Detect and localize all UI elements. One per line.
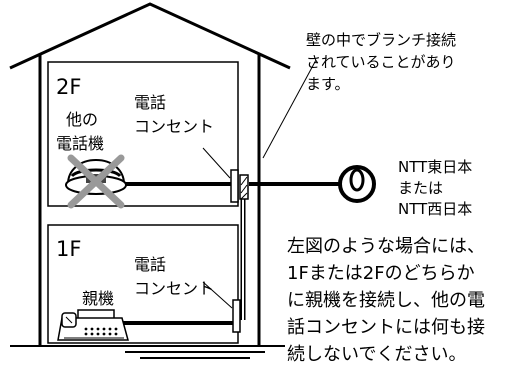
- ntt-line-2: または: [398, 179, 443, 197]
- fax-machine-icon: [57, 309, 129, 341]
- outlet-1f: [232, 299, 241, 333]
- floor-label-1f: 1F: [56, 237, 81, 261]
- base-unit-label: 親機: [82, 289, 114, 308]
- other-phone-label-1: 他の: [66, 110, 98, 129]
- callout-line-2: されていることがあり: [306, 53, 456, 71]
- outlet-2f-label-2: コンセント: [134, 117, 214, 136]
- outlet-2f: [230, 169, 249, 203]
- outlet-1f-label-2: コンセント: [134, 279, 214, 298]
- callout-line-1: 壁の中でブランチ接続: [306, 31, 456, 49]
- instruction-line-3: に親機を接続し、他の電: [287, 290, 485, 311]
- instruction-line-2: 1Fまたは2Fのどちらか: [287, 263, 475, 284]
- prohibited-phone-icon: [65, 154, 127, 209]
- room-1f: [47, 224, 239, 344]
- callout-line-3: ます。: [306, 75, 350, 93]
- ntt-line-3: NTT西日本: [398, 200, 472, 218]
- house-outline: [9, 2, 291, 346]
- branch-wiring: [110, 180, 340, 325]
- callout: 壁の中でブランチ接続 されていることがあり ます。: [306, 31, 456, 93]
- instruction-line-1: 左図のような場合には、: [287, 236, 485, 257]
- instruction-line-4: 話コンセントには何も接: [287, 317, 485, 338]
- outlet-1f-label-1: 電話: [134, 255, 166, 274]
- room-2f: [47, 61, 239, 207]
- leader-lines: [202, 59, 317, 309]
- ntt-line-1: NTT東日本: [398, 158, 472, 176]
- outlet-2f-label-1: 電話: [134, 93, 166, 112]
- ntt-label: NTT東日本 または NTT西日本: [398, 158, 472, 218]
- instruction-line-5: 続しないでください。: [287, 344, 466, 365]
- instruction: 左図のような場合には、 1Fまたは2Fのどちらか に親機を接続し、他の電 話コン…: [287, 236, 485, 365]
- ntt-line-coil-icon: [338, 165, 376, 203]
- ground-line: [10, 345, 285, 359]
- other-phone-label-2: 電話機: [56, 134, 104, 153]
- floor-label-2f: 2F: [56, 75, 81, 99]
